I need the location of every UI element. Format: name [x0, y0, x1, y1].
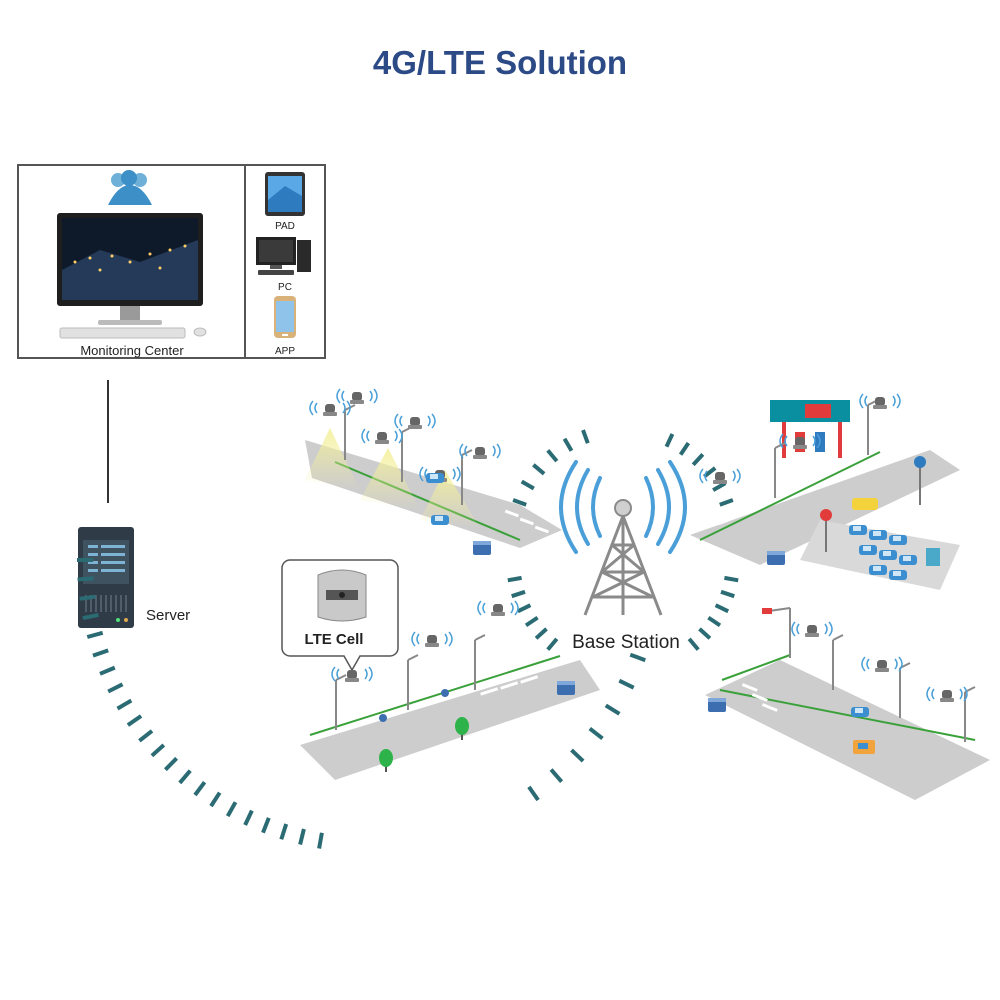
gas-station-icon — [770, 400, 850, 458]
signal-dash — [178, 769, 192, 785]
signal-dash — [546, 449, 559, 463]
smartphone-icon — [274, 296, 296, 338]
signal-dash — [588, 727, 604, 740]
signal-dash — [512, 498, 527, 507]
road-scene-top-left — [305, 388, 562, 555]
road-scene-top-right-gas-station — [690, 393, 960, 590]
page-title: 4G/LTE Solution — [372, 44, 628, 81]
base-station-label: Base Station — [572, 632, 680, 653]
signal-dash — [298, 828, 306, 845]
monitoring-center-label: Monitoring Center — [80, 343, 184, 358]
signal-dash — [107, 682, 124, 694]
signal-dash — [516, 603, 532, 614]
server-label: Server — [146, 607, 190, 624]
lte-cell-callout: LTE Cell — [281, 559, 399, 672]
tablet-icon — [265, 172, 305, 216]
signal-dash — [687, 637, 700, 651]
signal-dash — [618, 678, 635, 690]
signal-dash — [150, 743, 166, 758]
signal-dash — [193, 781, 207, 797]
pad-label: PAD — [275, 221, 295, 232]
signal-dash — [532, 463, 546, 476]
monitoring-center-panel: Monitoring Center PAD PC APP — [17, 164, 326, 359]
signal-dash — [702, 466, 717, 479]
monitor-icon — [57, 213, 207, 339]
signal-dash — [562, 437, 574, 452]
traffic-light-icon — [761, 607, 791, 658]
signal-dash — [570, 748, 585, 763]
lte-cell-label: LTE Cell — [305, 631, 364, 648]
signal-dash — [719, 498, 734, 507]
signal-dash — [116, 698, 133, 711]
signal-dash — [511, 589, 526, 599]
server-icon — [78, 527, 134, 628]
signal-dash — [317, 832, 324, 849]
signal-dash — [279, 823, 289, 840]
signal-dash — [629, 652, 646, 663]
signal-dash — [138, 729, 154, 743]
road-scene-bottom-right — [705, 607, 990, 800]
signal-dash — [527, 785, 540, 802]
signal-dash — [714, 603, 730, 614]
signal-dash — [79, 594, 96, 601]
signal-dash — [720, 589, 735, 599]
signal-dash — [678, 441, 691, 456]
signal-dash — [243, 809, 254, 826]
signal-dash — [163, 756, 179, 772]
users-icon — [108, 170, 152, 205]
signal-dash — [209, 791, 222, 808]
signal-dash — [99, 665, 116, 676]
signal-dash — [534, 627, 548, 640]
signal-dash — [507, 575, 522, 583]
signal-dash — [520, 479, 535, 491]
base-station-tower-icon — [559, 460, 687, 616]
wireless-signal-arcs — [77, 429, 739, 849]
signal-dash — [524, 615, 539, 628]
signal-dash — [604, 703, 621, 716]
parking-sign-icon — [820, 509, 832, 552]
signal-dash — [546, 637, 559, 651]
signal-dash — [77, 576, 94, 582]
lte-cell-device-icon — [317, 569, 367, 622]
signal-dash — [581, 429, 590, 444]
signal-dash — [712, 481, 727, 492]
signal-dash — [86, 630, 104, 639]
signal-dash — [126, 714, 143, 727]
signal-dash — [707, 615, 722, 628]
app-label: APP — [275, 346, 295, 357]
signal-dash — [691, 453, 705, 467]
signal-dash — [92, 648, 109, 658]
desktop-pc-icon — [256, 237, 311, 275]
bus-stop-sign-icon — [914, 456, 926, 505]
signal-dash — [261, 817, 271, 834]
signal-dash — [225, 801, 238, 818]
road-scene-bottom-left — [300, 600, 600, 780]
pc-label: PC — [278, 282, 292, 293]
signal-dash — [698, 627, 712, 640]
signal-dash — [549, 768, 564, 784]
signal-dash — [664, 433, 675, 448]
signal-dash — [724, 575, 739, 583]
signal-dash — [82, 612, 99, 621]
